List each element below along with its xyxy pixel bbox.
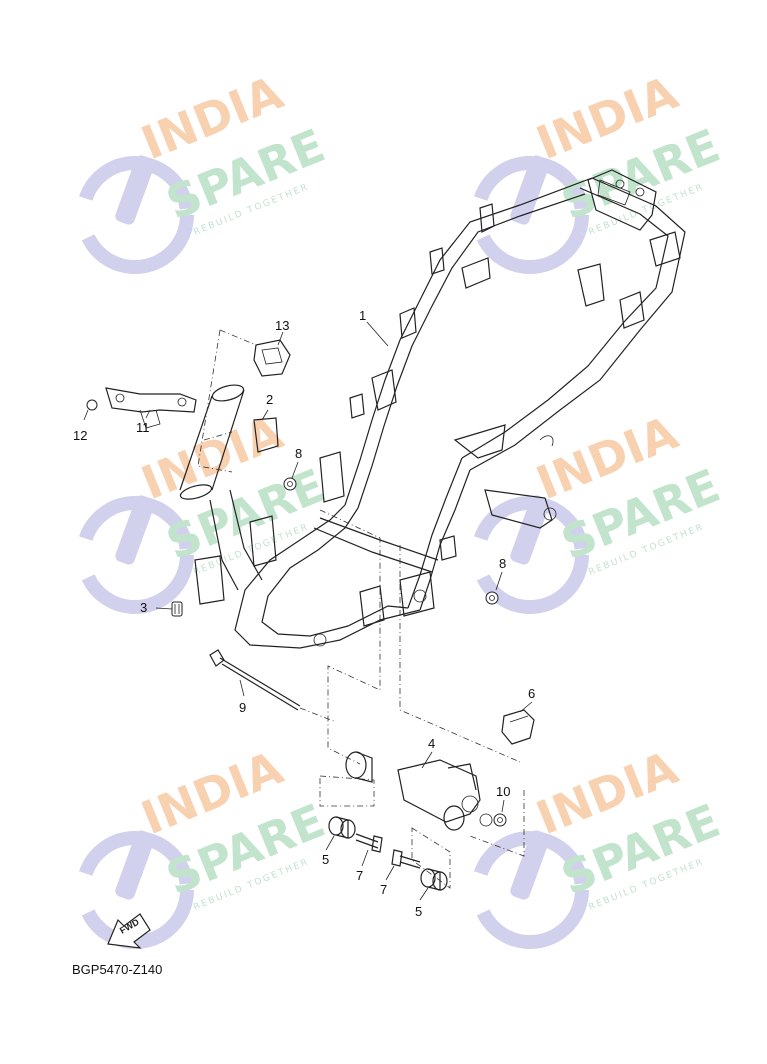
- watermark-logo: INDIA SPARE REBUILD TOGETHER: [471, 65, 727, 274]
- nut-upper: [283, 477, 297, 491]
- callout-bracket: 11: [136, 420, 150, 435]
- bolt-left: [355, 833, 383, 853]
- watermark-logo: INDIA SPARE REBUILD TOGETHER: [471, 740, 727, 949]
- cover-part: [253, 339, 291, 377]
- bushing-right: [420, 868, 448, 891]
- callout-nut-upper: 8: [295, 446, 302, 461]
- callout-bushing-left: 5: [322, 852, 329, 867]
- diagram-code: BGP5470-Z140: [72, 962, 162, 977]
- wrench-icon: [76, 830, 194, 949]
- bracket-part: [105, 387, 197, 429]
- watermark-logo: INDIA SPARE REBUILD TOGETHER: [471, 405, 727, 614]
- clip-part: [171, 601, 183, 617]
- callout-stopper: 6: [528, 686, 535, 701]
- head-pipe: [179, 384, 263, 591]
- callout-nut-small: 10: [496, 784, 510, 799]
- watermark-logo: INDIA SPARE REBUILD TOGETHER: [76, 65, 332, 274]
- watermark-logo: INDIA SPARE REBUILD TOGETHER: [76, 405, 332, 614]
- stopper-part: [501, 709, 535, 745]
- watermark: INDIA SPARE REBUILD TOGETHER INDIA SPARE…: [76, 65, 727, 949]
- callout-bolt-left: 7: [356, 868, 363, 883]
- bolt-right: [391, 849, 421, 869]
- leader-lines: [83, 321, 533, 901]
- nut-small: [493, 813, 507, 827]
- patch-part: [253, 417, 279, 453]
- watermark-logo: INDIA SPARE REBUILD TOGETHER: [76, 740, 332, 949]
- callout-patch: 2: [266, 392, 273, 407]
- wrench-icon: [471, 830, 589, 949]
- callout-pivot-bolt: 9: [239, 700, 246, 715]
- main-frame: [179, 169, 686, 649]
- wrench-icon: [76, 495, 194, 614]
- callout-engine-bracket: 4: [428, 736, 435, 751]
- callout-cover: 13: [275, 318, 289, 333]
- fwd-arrow-icon: FWD: [107, 913, 151, 949]
- callout-nut-bracket: 12: [73, 428, 87, 443]
- pivot-bolt: [209, 649, 301, 711]
- assembly-guides: [197, 329, 525, 889]
- nut-bracket: [86, 399, 98, 411]
- bushing-left: [328, 816, 356, 839]
- callout-nut-lower: 8: [499, 556, 506, 571]
- engine-bracket: [345, 751, 493, 831]
- wrench-icon: [471, 155, 589, 274]
- callout-bushing-right: 5: [415, 904, 422, 919]
- wrench-icon: [76, 155, 194, 274]
- wrench-icon: [471, 495, 589, 614]
- callout-bolt-right: 7: [380, 882, 387, 897]
- callout-frame: 1: [359, 308, 366, 323]
- callout-clip: 3: [140, 600, 147, 615]
- nut-lower: [485, 591, 499, 605]
- callout-labels: 1 13 2 12 11 3 8 8 9 4 6 10 5 7 7 5: [73, 308, 535, 919]
